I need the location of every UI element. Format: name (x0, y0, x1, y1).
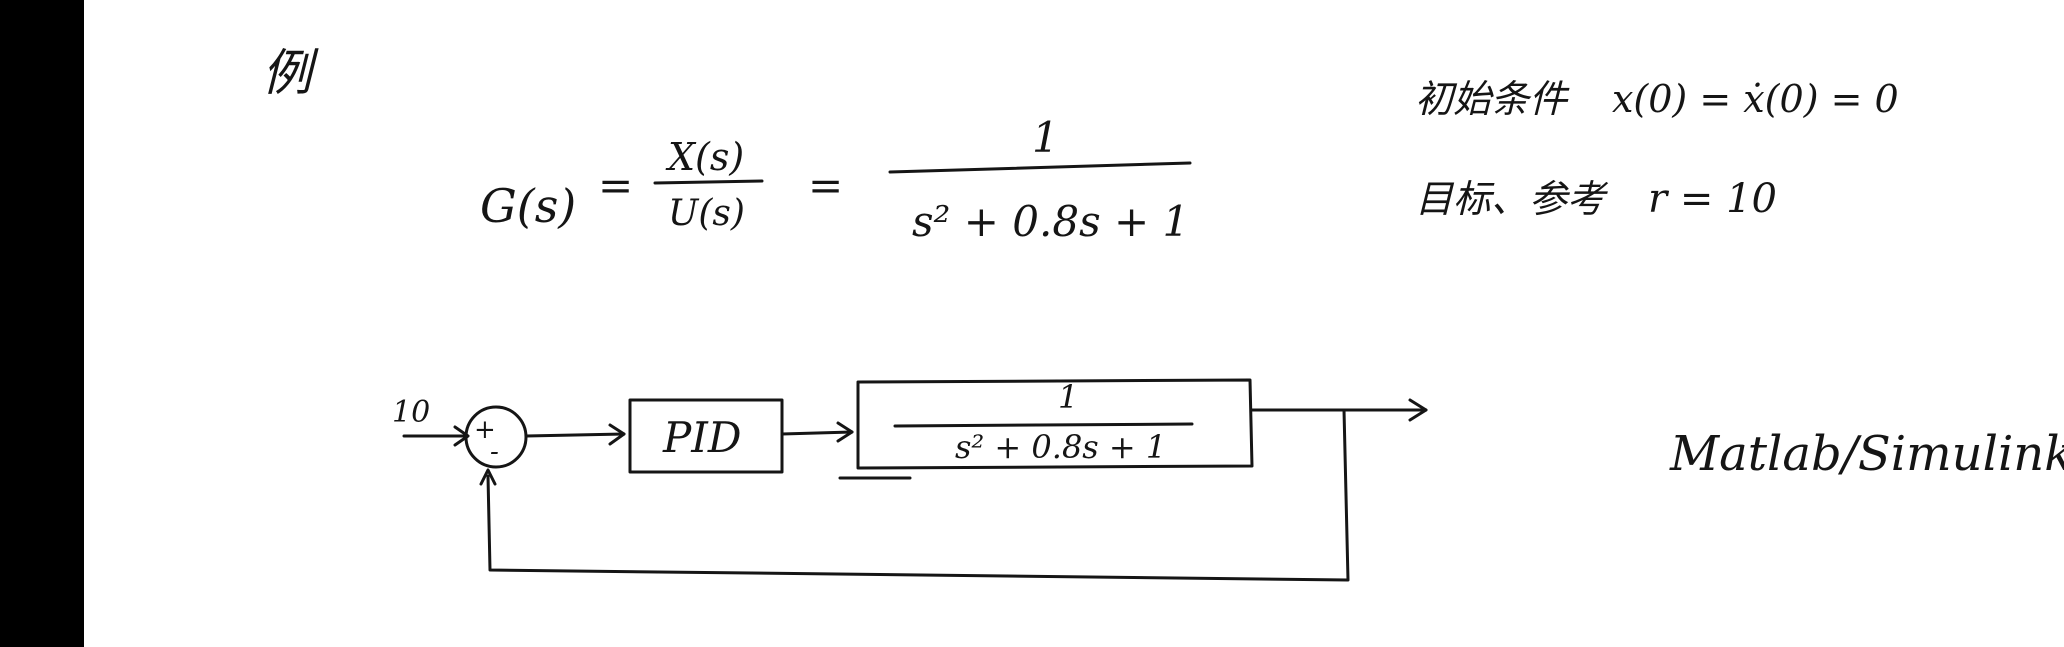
tf-lhs: G(s) (480, 179, 576, 233)
pid-label: PID (662, 413, 742, 462)
tool-label: Matlab/Simulink (1669, 426, 2064, 482)
error-arrowhead (608, 423, 626, 446)
control-line (780, 430, 854, 436)
example-label: 例 (262, 44, 319, 102)
input-arrowhead (453, 425, 470, 447)
initial-conditions-value: x(0) = ẋ(0) = 0 (1612, 77, 1899, 121)
target-reference-label: 目标、参考 (1415, 177, 1609, 221)
tf-num: 1 (1032, 113, 1059, 162)
input-value: 10 (392, 395, 430, 430)
sum-plus-sign: + (474, 415, 496, 445)
tf-ratio-den: U(s) (668, 193, 745, 234)
tf-ratio-bar (653, 179, 764, 185)
sum-minus-sign: - (490, 437, 499, 467)
tf-fraction-bar (888, 161, 1192, 174)
pid-block (628, 398, 784, 474)
plant-fraction-bar (893, 422, 1194, 428)
tf-den: s² + 0.8s + 1 (912, 197, 1189, 246)
initial-conditions-label: 初始条件 (1415, 77, 1570, 121)
tf-eq2: = (808, 161, 843, 210)
whiteboard (84, 0, 2064, 647)
plant-block (856, 378, 1254, 470)
output-arrowhead (1408, 398, 1428, 422)
feedback-arrowhead (479, 468, 497, 486)
tf-ratio-num: X(s) (665, 135, 744, 179)
tf-eq1: = (598, 161, 633, 210)
target-reference-value: r = 10 (1648, 176, 1777, 222)
plant-den: s² + 0.8s + 1 (955, 428, 1166, 466)
control-arrowhead (836, 421, 854, 443)
error-line (524, 432, 626, 438)
plant-num: 1 (1058, 378, 1078, 416)
feedback-path (486, 408, 1350, 582)
